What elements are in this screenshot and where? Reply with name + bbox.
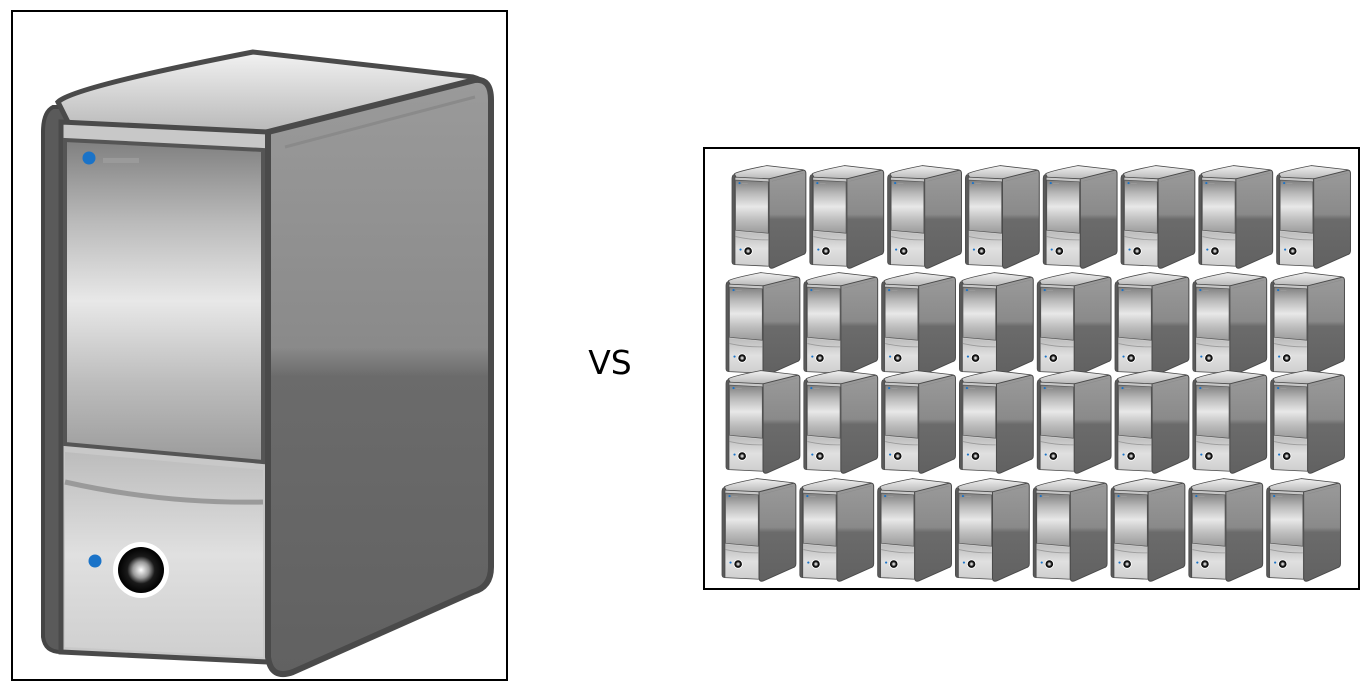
server-tower-icon bbox=[1270, 370, 1345, 474]
server-tower-icon bbox=[881, 370, 956, 474]
server-tower-icon bbox=[1110, 478, 1186, 582]
server-tower-icon bbox=[725, 370, 801, 474]
server-cluster-grid bbox=[721, 165, 1351, 582]
server-tower-icon bbox=[799, 478, 875, 582]
server-tower-icon bbox=[1032, 478, 1108, 582]
server-tower-icon bbox=[1114, 272, 1190, 376]
server-tower-icon bbox=[1036, 272, 1112, 376]
server-tower-icon bbox=[1192, 272, 1268, 376]
server-tower-icon bbox=[1114, 370, 1190, 474]
server-tower-icon bbox=[958, 272, 1034, 376]
server-tower-icon bbox=[803, 272, 879, 376]
server-tower-icon bbox=[803, 370, 879, 474]
server-tower-icon bbox=[1266, 478, 1341, 582]
server-tower-icon bbox=[877, 478, 952, 582]
server-tower-icon bbox=[964, 165, 1040, 269]
server-tower-icon bbox=[881, 272, 956, 376]
server-tower-icon bbox=[725, 272, 801, 376]
server-tower-icon bbox=[887, 165, 962, 269]
server-tower-icon bbox=[1042, 165, 1118, 269]
server-tower-icon bbox=[1036, 370, 1112, 474]
server-tower-icon bbox=[809, 165, 885, 269]
server-tower-icon bbox=[1198, 165, 1274, 269]
server-tower-icon bbox=[731, 165, 807, 269]
server-cluster-panel bbox=[703, 147, 1360, 590]
server-tower-icon bbox=[954, 478, 1030, 582]
server-tower-icon bbox=[1188, 478, 1264, 582]
server-tower-icon bbox=[1120, 165, 1196, 269]
vs-label: VS bbox=[588, 343, 632, 382]
server-tower-icon bbox=[721, 478, 797, 582]
server-tower-icon bbox=[1192, 370, 1268, 474]
server-tower-icon bbox=[13, 12, 505, 678]
server-tower-icon bbox=[958, 370, 1034, 474]
server-tower-icon bbox=[1270, 272, 1345, 376]
server-tower-icon bbox=[1276, 165, 1351, 269]
single-server-panel bbox=[11, 10, 508, 681]
